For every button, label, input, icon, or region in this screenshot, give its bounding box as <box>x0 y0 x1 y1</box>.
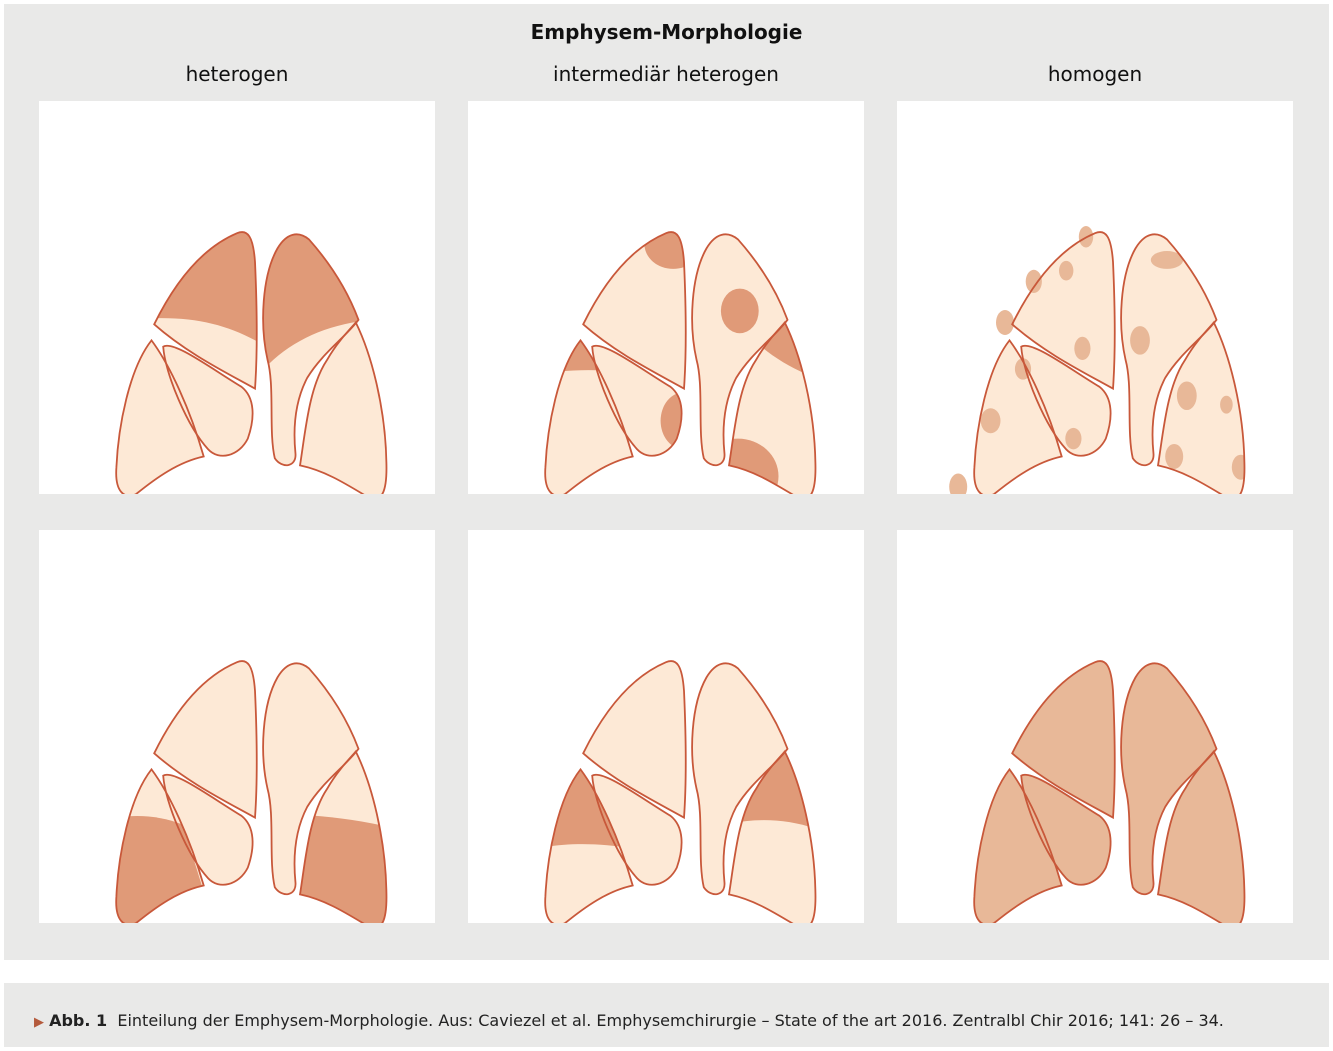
lung-lobes <box>974 661 1244 923</box>
column-label-heterogen: heterogen <box>39 62 435 86</box>
caption-arrow-icon: ▶ <box>34 1015 44 1030</box>
lung-diagram-heterogen-upper <box>39 101 435 494</box>
column-label-homogen: homogen <box>897 62 1293 86</box>
figure-title: Emphysem-Morphologie <box>0 20 1333 44</box>
lung-diagram-heterogen-lower <box>39 530 435 923</box>
caption-label: Abb. 1 <box>49 1011 107 1030</box>
lung-diagram-intermediaer-heterogen-2 <box>468 530 864 923</box>
panel-heterogen-lower <box>39 530 435 923</box>
lung-lobes <box>974 232 1244 494</box>
lung-diagram-intermediaer-heterogen-1 <box>468 101 864 494</box>
caption-text: Einteilung der Emphysem-Morphologie. Aus… <box>117 1011 1224 1030</box>
lung-diagram-homogen-diffuse <box>897 530 1293 923</box>
figure-caption: ▶ Abb. 1 Einteilung der Emphysem-Morphol… <box>34 1011 1294 1033</box>
panel-intermediaer-heterogen-1 <box>468 101 864 494</box>
panel-heterogen-upper <box>39 101 435 494</box>
lung-diagram-homogen-spots <box>897 101 1293 494</box>
column-label-intermediaer-heterogen: intermediär heterogen <box>468 62 864 86</box>
panel-homogen-diffuse <box>897 530 1293 923</box>
panel-intermediaer-heterogen-2 <box>468 530 864 923</box>
panel-homogen-spots <box>897 101 1293 494</box>
